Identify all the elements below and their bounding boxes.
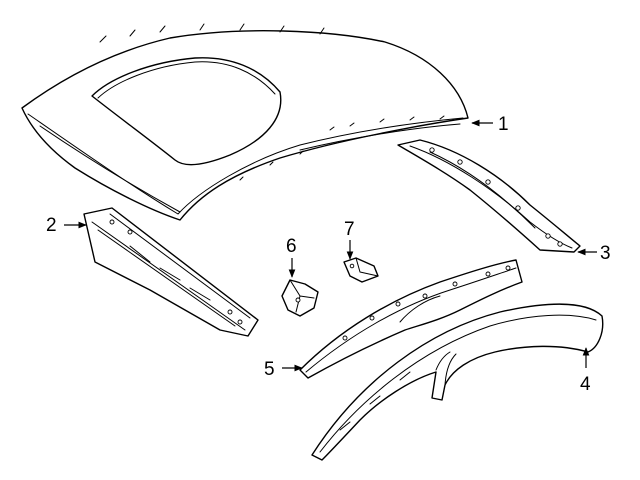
roof-panel[interactable] — [21, 23, 469, 221]
roof-side-inner-rail[interactable] — [311, 303, 604, 461]
rear-roof-rail[interactable] — [397, 139, 581, 253]
roof-side-outer-rail[interactable] — [299, 259, 523, 379]
callout-7-label: 7 — [344, 219, 355, 240]
callout-6-label: 6 — [286, 236, 297, 257]
front-header-panel[interactable] — [83, 207, 259, 337]
callout-2-label: 2 — [46, 215, 57, 236]
callout-1-label: 1 — [498, 114, 509, 135]
reinforcement-bracket[interactable] — [281, 279, 319, 317]
callout-3-label: 3 — [600, 243, 611, 264]
callout-4-label: 4 — [580, 374, 591, 395]
gusset[interactable] — [343, 257, 379, 283]
callout-5-label: 5 — [264, 359, 275, 380]
